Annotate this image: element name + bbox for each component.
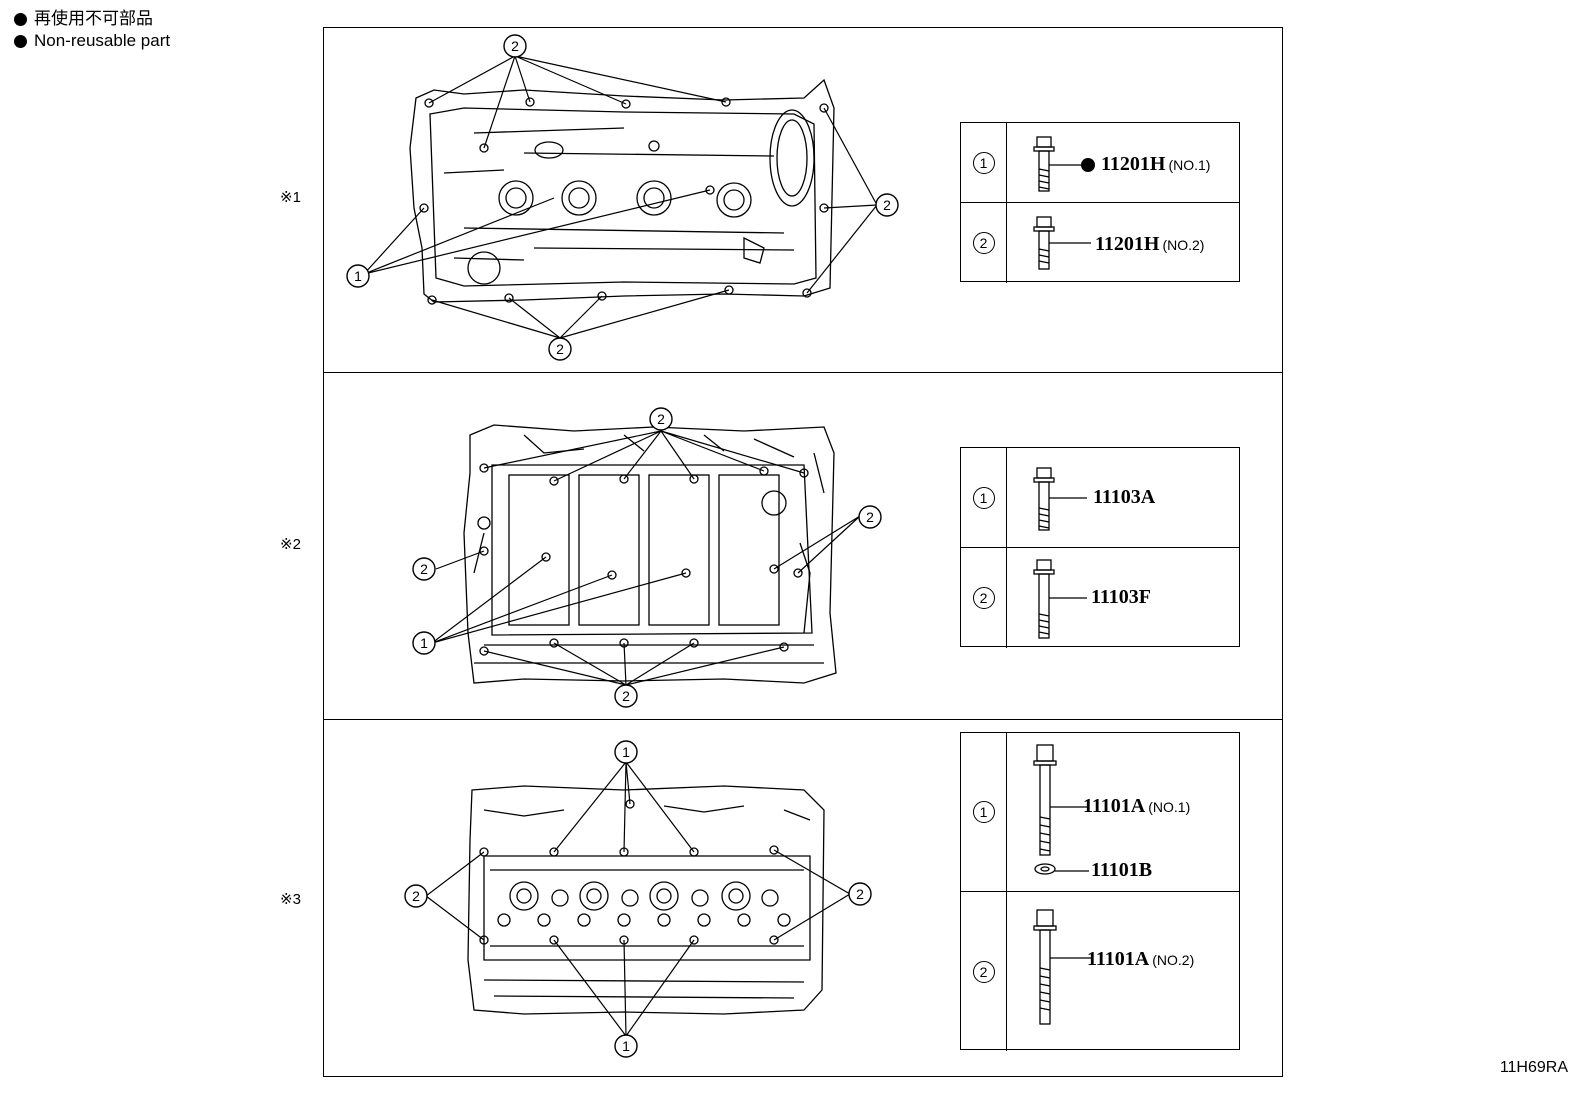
part-code: 11201H [1101, 153, 1166, 175]
part-suffix: (NO.2) [1162, 237, 1205, 253]
callout-2-label: 2 [622, 688, 630, 704]
part-code: 11103F [1091, 586, 1152, 608]
callout-2-label: 2 [511, 38, 519, 54]
callout-1-label: 1 [420, 635, 428, 651]
callout-2-label: 2 [883, 197, 891, 213]
section-cylinder-block: ※2 [280, 372, 1282, 719]
callout-1-label: 1 [622, 744, 630, 760]
section-marker: ※3 [280, 891, 301, 908]
section-cylinder-head: ※3 [280, 719, 1282, 1078]
bolt-table-row: 2 11201H(NO.2) [961, 202, 1239, 283]
bolt-table: 1 11201H(NO.1) 2 [960, 122, 1240, 283]
figure-id: 11H69RA [1499, 1059, 1568, 1076]
part-suffix: (NO.2) [1152, 952, 1195, 968]
part-code: 11101A [1083, 795, 1146, 817]
cylinder-block-drawing: 2 2 2 2 1 [412, 407, 882, 708]
part-code: 11101B [1091, 859, 1153, 881]
bolt-table: 1 11101A(NO.1) 11101B 2 [960, 732, 1240, 1051]
bolt-table-row: 1 11201H(NO.1) [961, 123, 1239, 202]
cylinder-head-drawing: 1 2 2 1 [404, 740, 872, 1058]
bolt-icon [1033, 559, 1087, 639]
callout-2-label: 2 [657, 411, 665, 427]
legend: 再使用不可部品 Non-reusable part [14, 8, 170, 52]
part-code: 11201H [1095, 233, 1160, 255]
bolt-icon [1033, 467, 1087, 531]
bolt-table-row: 2 11103F [961, 547, 1239, 648]
diagram-frame: ※1 [280, 27, 1283, 1078]
bolt-number: 1 [972, 151, 995, 174]
bolt-table-row: 1 11101A(NO.1) 11101B [961, 733, 1239, 891]
section-cylinder-head-cover: ※1 [280, 28, 1282, 372]
non-reusable-dot-icon [1081, 158, 1095, 173]
callout-2-label: 2 [412, 888, 420, 904]
bolt-number: 2 [972, 960, 995, 983]
bolt-number: 2 [972, 587, 995, 609]
bolt-number: 2 [972, 232, 995, 254]
part-suffix: (NO.1) [1148, 799, 1191, 815]
callout-2-label: 2 [556, 341, 564, 357]
legend-row-japanese: 再使用不可部品 [14, 8, 170, 30]
non-reusable-dot-icon [14, 34, 27, 48]
callout-1-label: 1 [354, 268, 362, 284]
non-reusable-dot-icon [14, 12, 27, 26]
bolt-table: 1 11103A 2 [960, 447, 1240, 648]
part-code: 11103A [1093, 486, 1156, 508]
bolt-icon [1033, 744, 1089, 875]
bolt-icon [1033, 909, 1091, 1025]
part-code: 11101A [1087, 948, 1150, 970]
cylinder-head-cover-drawing: 2 2 2 1 [346, 34, 899, 361]
section-marker: ※2 [280, 536, 301, 553]
part-suffix: (NO.1) [1168, 157, 1211, 173]
callout-2-label: 2 [420, 561, 428, 577]
bolt-table-row: 2 11101A(NO.2) [961, 891, 1239, 1051]
section-marker: ※1 [280, 189, 301, 206]
callout-2-label: 2 [856, 886, 864, 902]
legend-english: Non-reusable part [34, 31, 171, 50]
bolt-number: 1 [972, 486, 995, 509]
bolt-table-row: 1 11103A [961, 448, 1239, 547]
bolt-icon [1033, 216, 1091, 270]
legend-japanese: 再使用不可部品 [34, 9, 153, 28]
callout-2-label: 2 [866, 509, 874, 525]
legend-row-english: Non-reusable part [14, 30, 170, 52]
callout-1-label: 1 [622, 1038, 630, 1054]
bolt-number: 1 [972, 801, 995, 823]
